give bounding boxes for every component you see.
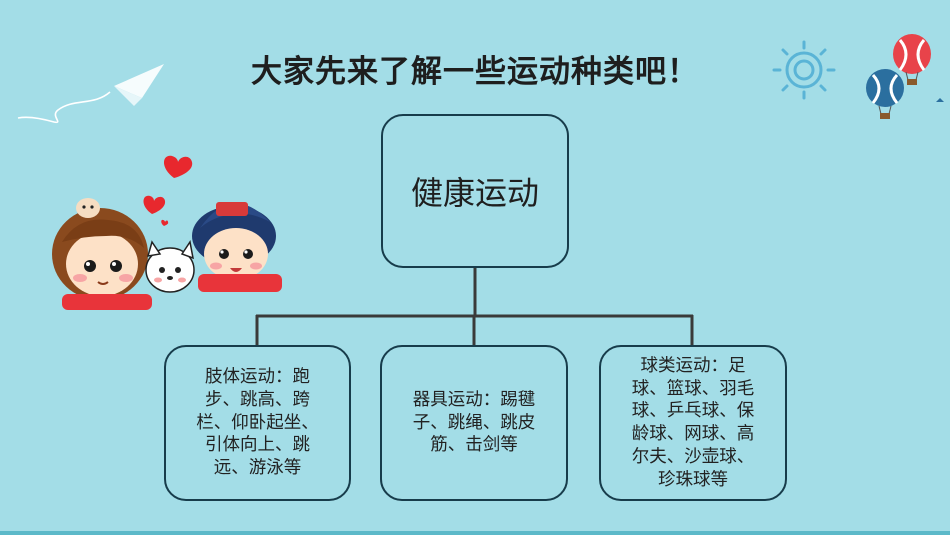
- child-node-equipment-sports: 器具运动：踢毽 子、跳绳、跳皮 筋、击剑等: [380, 345, 568, 501]
- page-title: 大家先来了解一些运动种类吧！: [251, 54, 699, 90]
- hot-air-balloon-icon: [866, 34, 944, 119]
- child-node-ball-sports: 球类运动：足 球、篮球、羽毛 球、乒乓球、保 龄球、网球、高 尔夫、沙壶球、 珍…: [599, 345, 787, 501]
- child-node-label: 肢体运动：跑 步、跳高、跨 栏、仰卧起坐、 引体向上、跳 远、游泳等: [196, 367, 319, 479]
- bottom-accent-bar: [0, 531, 950, 535]
- paper-plane-icon: [17, 64, 164, 124]
- heart-icon: [143, 155, 193, 226]
- root-node-label: 健康运动: [410, 174, 539, 212]
- child-node-label: 器具运动：踢毽 子、跳绳、跳皮 筋、击剑等: [412, 389, 536, 456]
- child-node-limb-sports: 肢体运动：跑 步、跳高、跨 栏、仰卧起坐、 引体向上、跳 远、游泳等: [164, 345, 351, 501]
- root-node: 健康运动: [381, 114, 569, 268]
- sun-icon: [772, 40, 836, 100]
- child-node-label: 球类运动：足 球、篮球、羽毛 球、乒乓球、保 龄球、网球、高 尔夫、沙壶球、 珍…: [631, 355, 755, 490]
- cartoon-children-illustration: [52, 198, 282, 310]
